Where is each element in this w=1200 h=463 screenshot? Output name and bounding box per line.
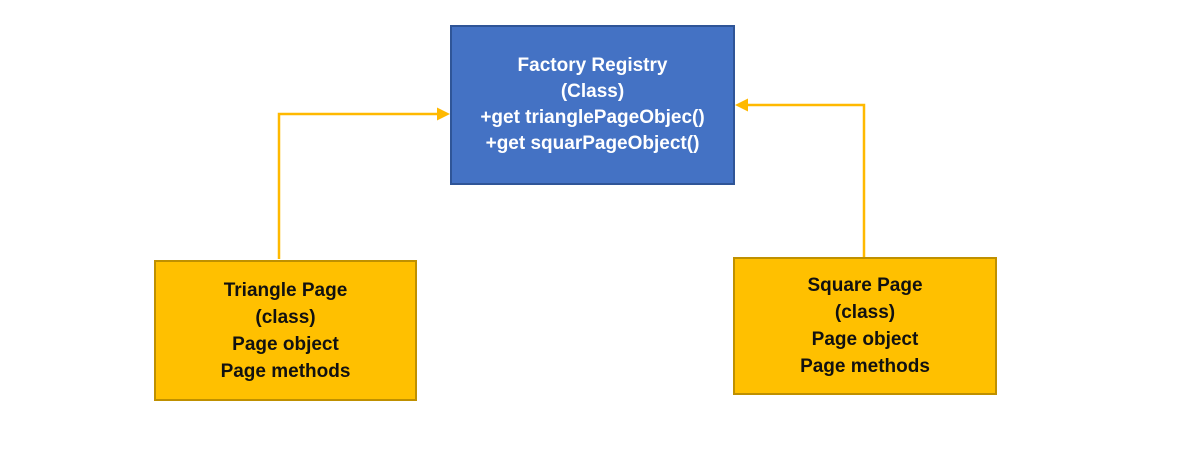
factory-registry-method-2: +get squarPageObject() [485,133,700,154]
factory-registry-node: Factory Registry (Class) +get trianglePa… [450,25,735,185]
square-page-node: Square Page (class) Page object Page met… [733,257,997,395]
left-arrowhead-icon [735,98,748,112]
triangle-page-member-1: Page object [232,333,339,355]
triangle-page-member-2: Page methods [220,360,351,382]
square-page-member-1: Page object [811,329,919,350]
factory-registry-method-1: +get trianglePageObjec() [480,107,705,128]
factory-registry-stereotype: (Class) [560,81,625,102]
square-page-member-2: Page methods [800,356,930,377]
triangle-to-factory-connector [277,112,439,259]
square-to-factory-connector [746,103,866,258]
factory-registry-title: Factory Registry [517,55,668,76]
triangle-page-stereotype: (class) [255,306,316,328]
triangle-page-title: Triangle Page [223,279,348,301]
right-arrowhead-icon [437,107,450,121]
square-page-title: Square Page [807,275,923,296]
square-page-stereotype: (class) [834,302,896,323]
triangle-page-node: Triangle Page (class) Page object Page m… [154,260,417,401]
